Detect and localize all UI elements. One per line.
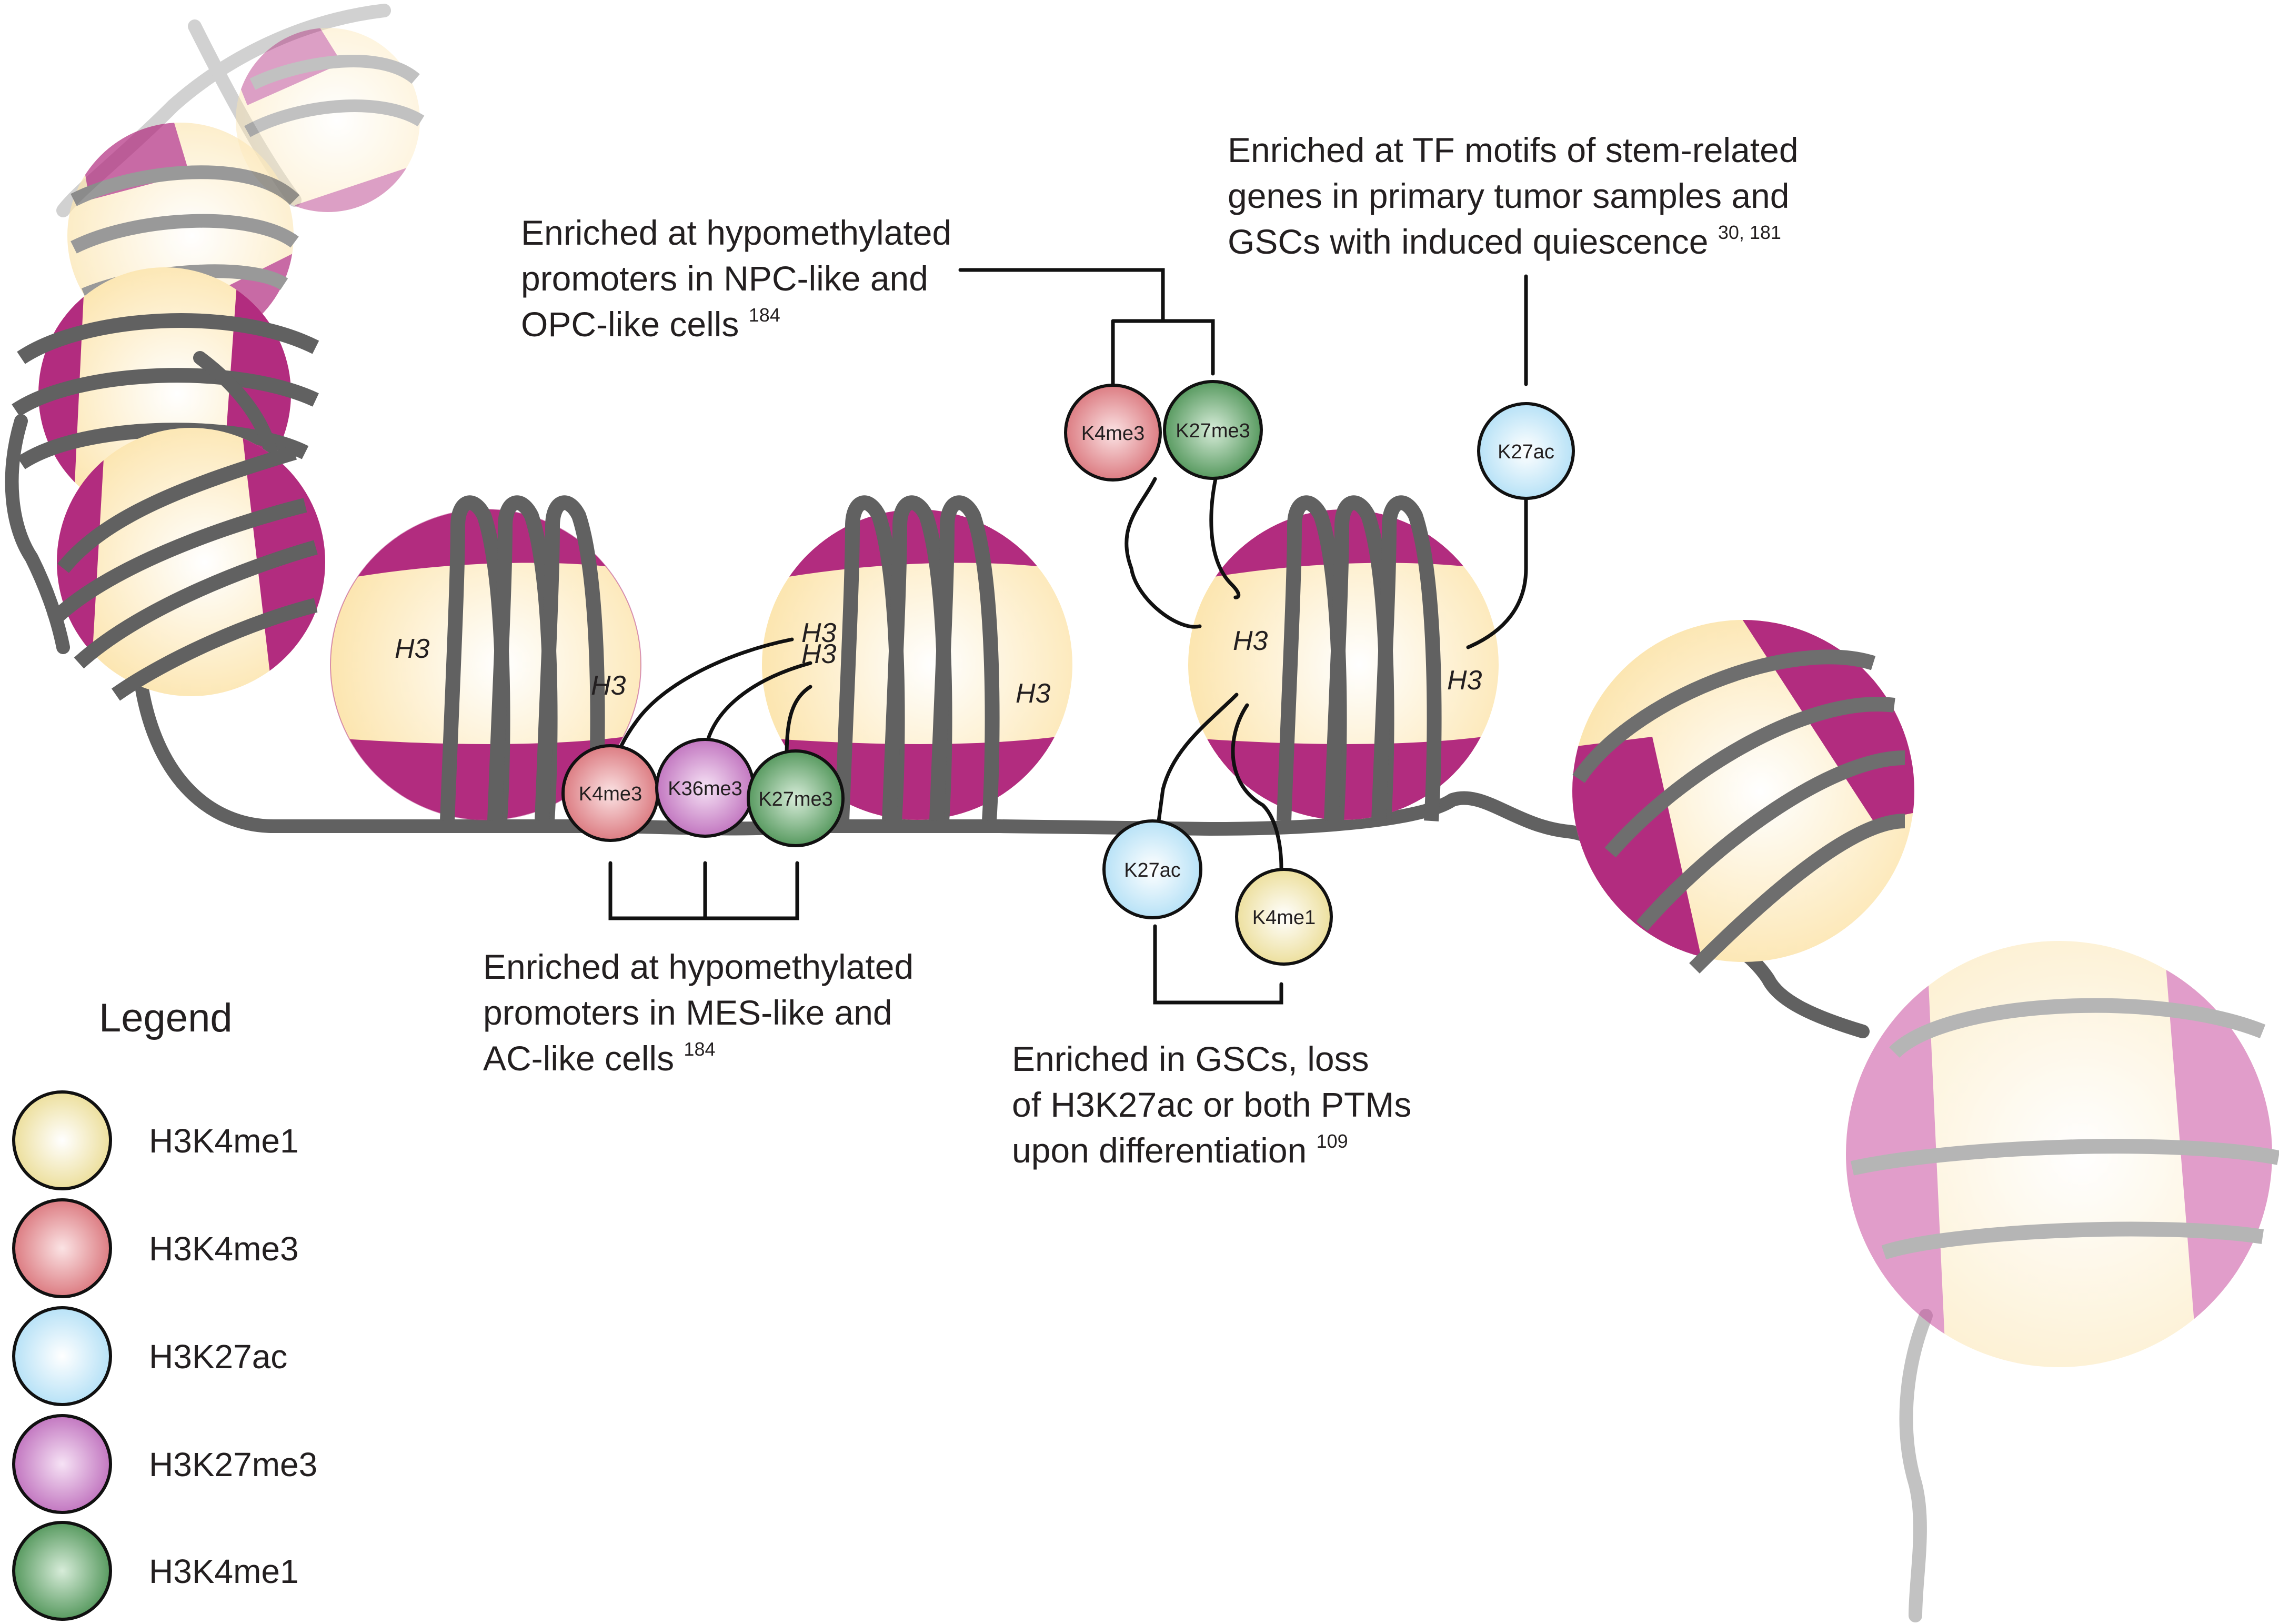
h3-label: H3 (1447, 665, 1482, 696)
legend-label: H3K4me3 (149, 1230, 299, 1268)
nucleosome-right-1 (1572, 620, 1914, 974)
mark-k27ac-top: K27ac (1477, 402, 1575, 500)
legend-item: H3K27me3 (12, 1414, 317, 1514)
mark-label: K27me3 (758, 788, 833, 810)
annotation-ref: 30, 181 (1718, 222, 1781, 243)
annotation-gsc-line-3: upon differentiation 109 (1012, 1130, 1348, 1170)
annotation-text: OPC-like cells (521, 305, 739, 344)
nucleosome-4: H3 H3 (1188, 495, 1499, 821)
mark-label: K27ac (1498, 441, 1554, 463)
annotation-ref: 184 (684, 1038, 715, 1060)
annotation-mes-line-2: promoters in MES-like and (483, 993, 892, 1032)
legend: Legend H3K4me1 H3K4me3 H3K27ac H3K27me3 … (12, 996, 317, 1621)
legend-swatch (12, 1306, 112, 1406)
mark-label: K27me3 (1176, 420, 1250, 442)
h3-label: H3 (1233, 626, 1268, 656)
mark-k36me3-left: K36me3 (655, 738, 755, 838)
mark-k27ac-bottom: K27ac (1102, 819, 1202, 919)
h3-label: H3 (395, 634, 430, 664)
annotation-mes-line-3: AC-like cells 184 (483, 1038, 716, 1078)
annotation-ref: 109 (1317, 1130, 1348, 1152)
mark-k27me3-top: K27me3 (1163, 380, 1263, 480)
h3-label: H3 (591, 670, 626, 701)
mark-label: K4me1 (1252, 907, 1316, 929)
legend-swatch (12, 1090, 112, 1190)
legend-label: H3K4me1 (149, 1552, 299, 1590)
mark-k27me3-left: K27me3 (747, 749, 845, 847)
mark-label: K27ac (1124, 859, 1181, 881)
dna-tail-right (1899, 1309, 1933, 1622)
legend-item: H3K4me1 (12, 1090, 299, 1190)
legend-label: H3K4me1 (149, 1122, 299, 1160)
annotation-tf-motifs-line-2: genes in primary tumor samples and (1228, 176, 1789, 215)
mark-label: K4me3 (579, 783, 642, 805)
annotation-text: GSCs with induced quiescence (1228, 222, 1709, 261)
annotation-text: AC-like cells (483, 1039, 674, 1078)
tethers (608, 268, 1528, 1005)
annotation-npc-line-3: OPC-like cells 184 (521, 304, 780, 344)
h3-label: H3 (1016, 678, 1051, 709)
mark-k4me3-left: K4me3 (561, 744, 659, 842)
annotation-mes-line-1: Enriched at hypomethylated (483, 947, 913, 986)
mark-label: K36me3 (668, 778, 742, 800)
annotation-npc-line-2: promoters in NPC-like and (521, 259, 928, 298)
annotation-text: upon differentiation (1012, 1131, 1307, 1170)
legend-item: H3K4me3 (12, 1198, 299, 1298)
nucleosome-right-2 (1846, 941, 2279, 1367)
mark-k4me3-top: K4me3 (1064, 384, 1162, 482)
legend-label: H3K27ac (149, 1338, 287, 1376)
legend-title: Legend (99, 996, 233, 1040)
legend-label: H3K27me3 (149, 1446, 317, 1483)
h3-label: H3 (801, 618, 837, 648)
annotation-gsc-line-1: Enriched in GSCs, loss (1012, 1039, 1369, 1078)
annotation-ref: 184 (749, 304, 780, 326)
legend-swatch (12, 1521, 112, 1621)
legend-swatch (12, 1414, 112, 1514)
annotation-npc-line-1: Enriched at hypomethylated (521, 213, 951, 252)
mark-label: K4me3 (1081, 423, 1144, 445)
annotation-gsc-line-2: of H3K27ac or both PTMs (1012, 1085, 1411, 1124)
nucleosome-1 (47, 428, 325, 701)
legend-swatch (12, 1198, 112, 1298)
legend-item: H3K27ac (12, 1306, 287, 1406)
mark-k4me1-bottom: K4me1 (1235, 868, 1333, 966)
legend-item: H3K4me1 (12, 1521, 299, 1621)
annotation-tf-motifs-line-1: Enriched at TF motifs of stem-related (1228, 131, 1799, 169)
annotation-tf-motifs-line-3: GSCs with induced quiescence 30, 181 (1228, 222, 1781, 261)
